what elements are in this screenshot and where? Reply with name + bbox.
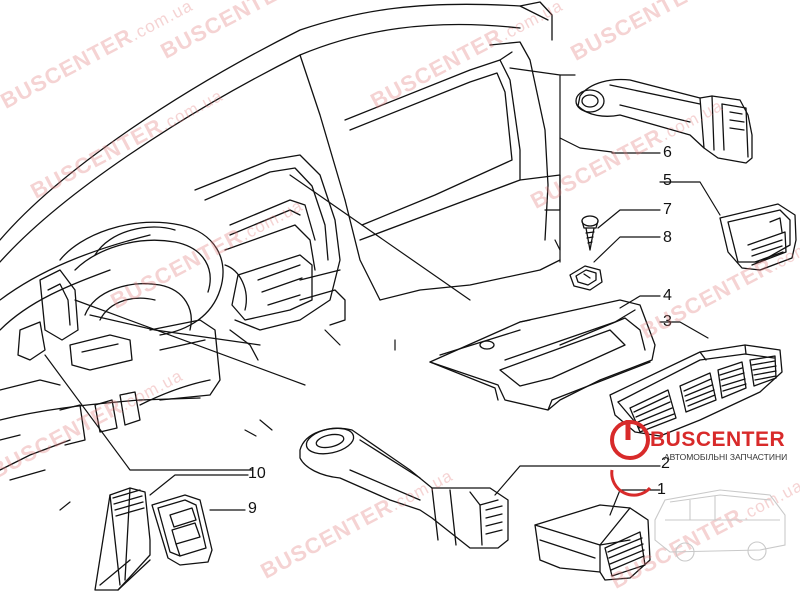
leader-lines — [44, 67, 721, 516]
vent-small-right — [719, 203, 797, 271]
callout-3: 3 — [663, 313, 672, 330]
duct-center — [429, 299, 656, 411]
vent-center-grille — [609, 344, 783, 437]
clip — [569, 265, 603, 291]
callout-8: 8 — [663, 229, 672, 246]
callout-9: 9 — [248, 500, 257, 517]
callout-4: 4 — [663, 287, 672, 304]
callout-2: 2 — [661, 455, 670, 472]
logo-subtitle: АВТОМОБІЛЬНІ ЗАПЧАСТИНИ — [664, 452, 788, 462]
callout-5: 5 — [663, 172, 672, 189]
callout-6: 6 — [663, 144, 672, 161]
vent-lower-right — [534, 504, 651, 581]
panel-left — [94, 487, 151, 591]
callout-1: 1 — [657, 481, 666, 498]
screw — [581, 215, 599, 251]
callout-7: 7 — [663, 201, 672, 218]
duct-lower — [299, 427, 509, 549]
logo-brand: BUSCENTER — [650, 428, 786, 451]
vent-side-left — [151, 494, 213, 566]
duct-upper — [575, 78, 753, 164]
callout-10: 10 — [248, 465, 266, 482]
